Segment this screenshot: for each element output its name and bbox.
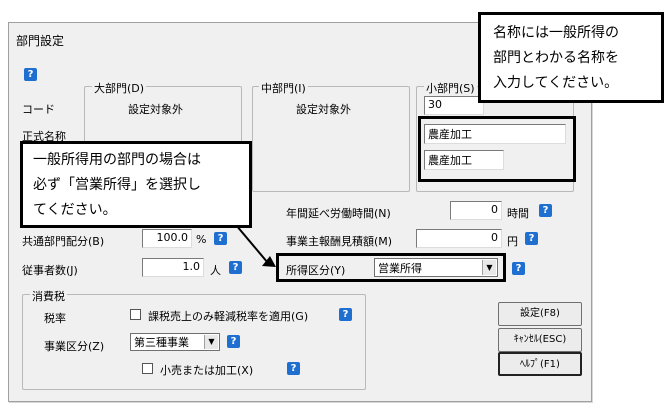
common-allocation-label: 共通部門配分(B) [22,235,105,248]
chevron-down-icon: ▼ [204,335,218,349]
business-type-value: 第三種事業 [134,336,189,349]
small-department-code-input[interactable]: 30 [424,96,484,115]
top-right-callout-line-2: 部門とわかる名称を [493,50,619,66]
owner-pay-input[interactable]: 0 [416,229,502,248]
income-type-label: 所得区分(Y) [286,264,346,277]
retail-label: 小売または加工(X) [160,364,254,377]
retail-help-icon[interactable]: ? [287,362,300,375]
common-allocation-unit: % [196,233,207,246]
code-row-label: コード [22,103,55,116]
common-allocation-input[interactable]: 100.0 [142,229,192,248]
left-callout: 一般所得用の部門の場合は 必ず「営業所得」を選択し てください。 [20,141,252,228]
labor-hours-unit: 時間 [507,207,529,220]
top-right-callout-line-3: 入力してください。 [493,75,619,91]
official-name-row-label: 正式名称 [22,130,66,143]
large-department-value: 設定対象外 [128,103,183,116]
small-department-official-name-input[interactable]: 農産加工 [424,124,566,144]
employees-input[interactable]: 1.0 [142,258,204,277]
medium-department-value: 設定対象外 [296,103,351,116]
help-icon[interactable]: ? [24,68,37,81]
arrow-line [235,224,269,264]
employees-help-icon[interactable]: ? [229,261,242,274]
dialog-title: 部門設定 [16,34,65,48]
cancel-button[interactable]: ｷｬﾝｾﾙ(ESC) [498,328,582,352]
income-type-select[interactable]: 営業所得 ▼ [374,258,498,277]
labor-hours-help-icon[interactable]: ? [539,204,552,217]
employees-unit: 人 [210,264,221,277]
small-department-header: 小部門(S) [424,80,477,96]
retail-checkbox[interactable] [142,363,153,374]
medium-department-group [252,86,410,192]
owner-pay-help-icon[interactable]: ? [525,232,538,245]
top-right-callout-line-1: 名称には一般所得の [493,25,619,41]
large-department-header: 大部門(D) [92,80,147,96]
consumption-tax-header: 消費税 [30,288,67,304]
left-callout-line-2: 必ず「営業所得」を選択し [33,177,201,193]
top-right-callout: 名称には一般所得の 部門とわかる名称を 入力してください。 [478,12,664,103]
reduced-rate-help-icon[interactable]: ? [339,308,352,321]
labor-hours-label: 年間延べ労働時間(N) [286,207,391,220]
business-type-select[interactable]: 第三種事業 ▼ [130,333,220,351]
common-allocation-help-icon[interactable]: ? [214,232,227,245]
left-callout-line-3: てください。 [33,202,117,218]
owner-pay-label: 事業主報酬見積額(M) [286,235,393,248]
consumption-tax-group [22,294,366,390]
tax-rate-label: 税率 [44,312,66,325]
labor-hours-input[interactable]: 0 [450,201,502,220]
business-type-label: 事業区分(Z) [44,340,105,353]
employees-label: 従事者数(J) [22,264,78,277]
reduced-rate-label: 課税売上のみ軽減税率を適用(G) [148,310,309,323]
left-callout-line-1: 一般所得用の部門の場合は [33,152,201,168]
income-type-help-icon[interactable]: ? [512,262,525,275]
reduced-rate-checkbox[interactable] [130,309,141,320]
chevron-down-icon: ▼ [482,260,496,275]
income-type-value: 営業所得 [378,262,422,275]
income-type-highlight-box [276,253,506,282]
small-department-short-name-input[interactable]: 農産加工 [424,150,504,170]
settings-button[interactable]: 設定(F8) [498,302,582,326]
arrow-head [262,256,276,267]
business-type-help-icon[interactable]: ? [227,335,240,348]
name-highlight-box [418,116,576,182]
help-button[interactable]: ﾍﾙﾌﾟ(F1) [498,352,582,376]
owner-pay-unit: 円 [507,235,518,248]
medium-department-header: 中部門(I) [259,80,308,96]
